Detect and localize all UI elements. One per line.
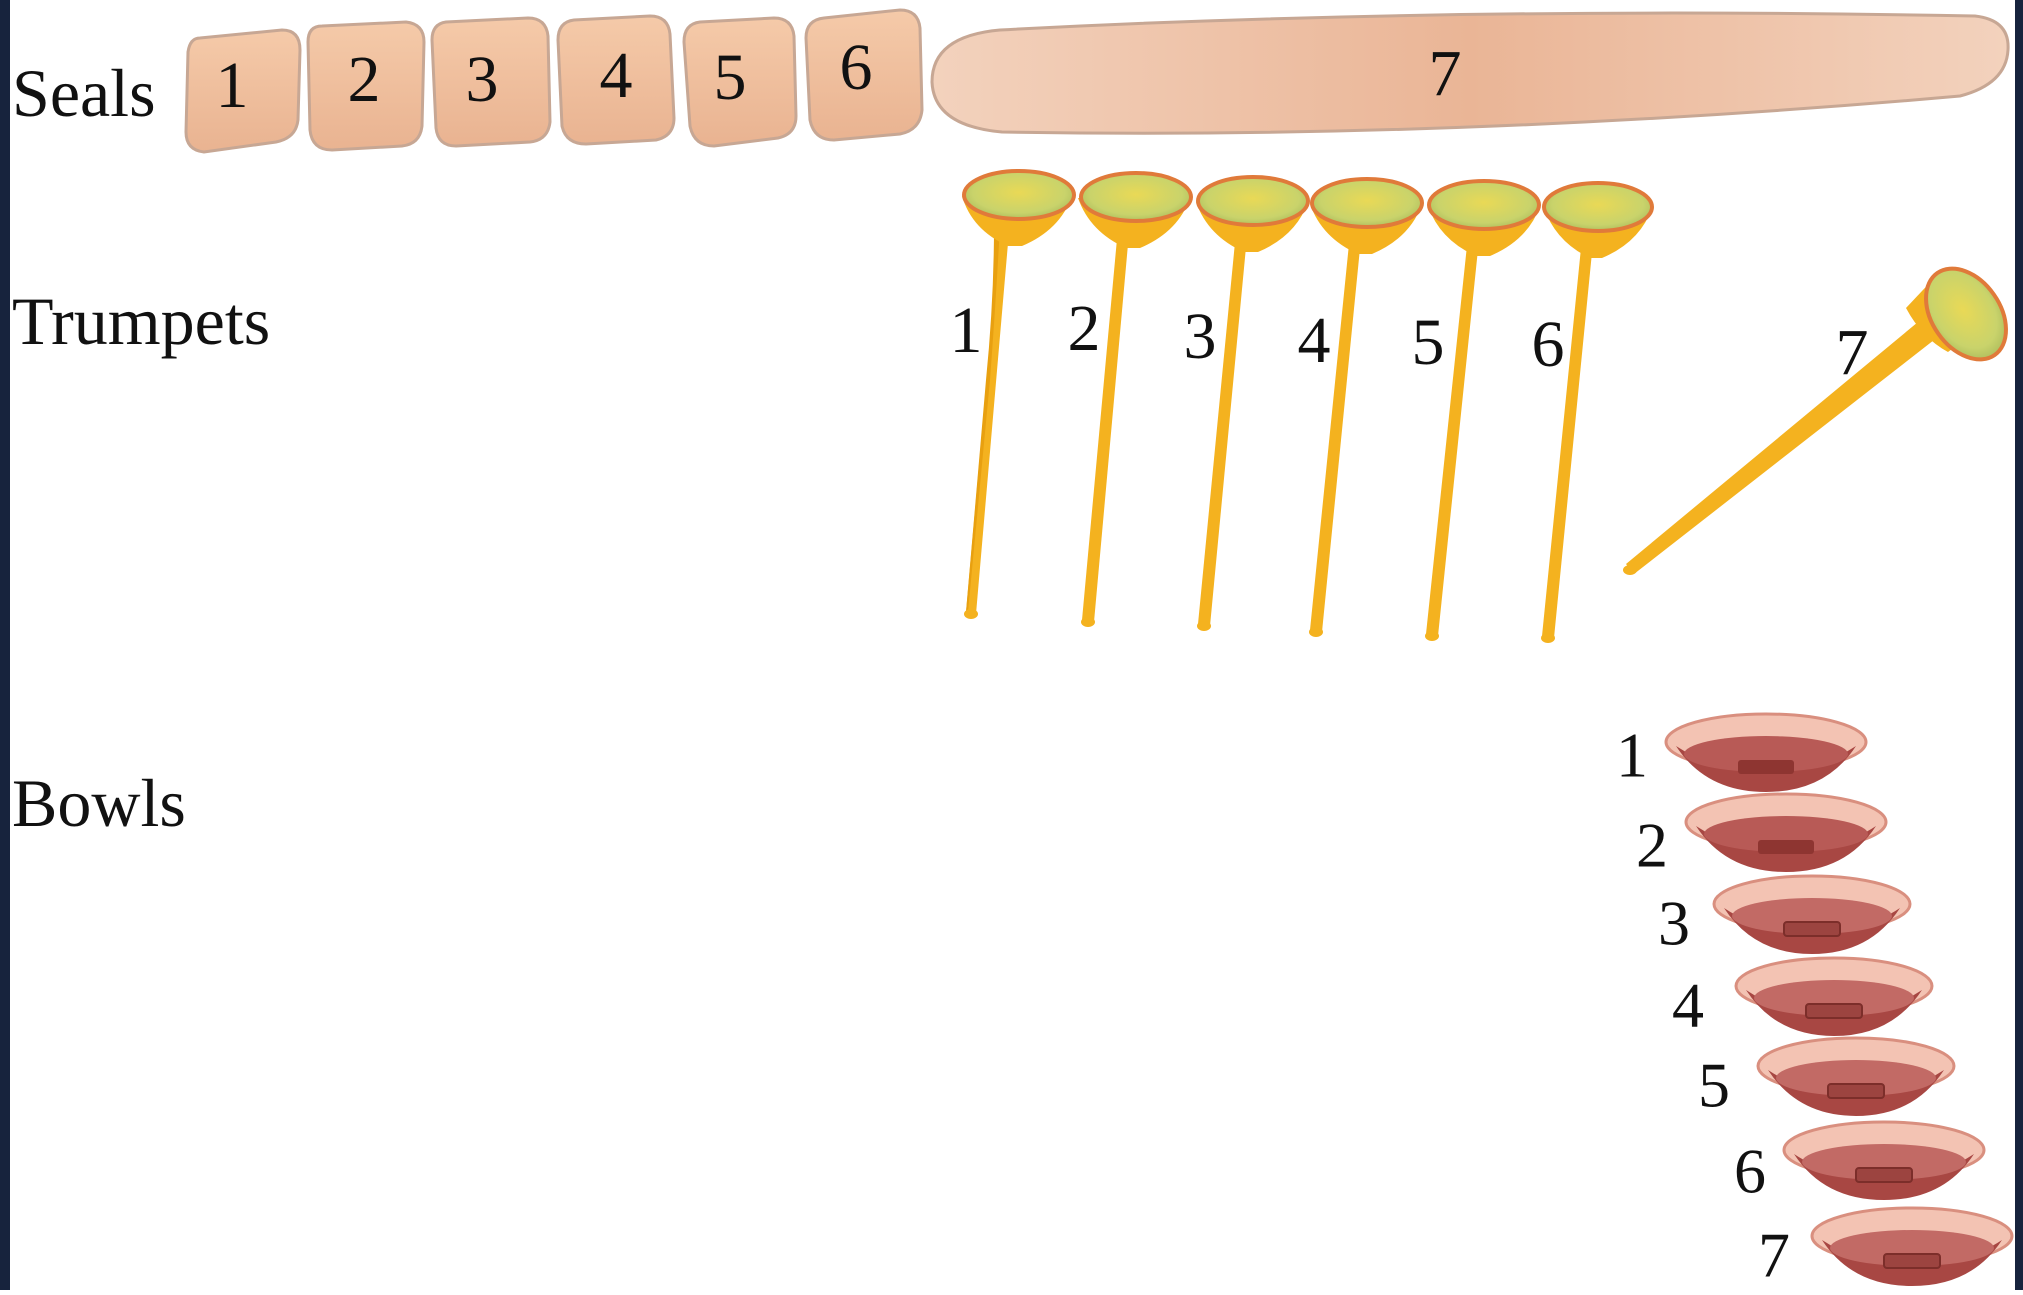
bowl-5: 5	[1698, 1036, 1956, 1121]
trumpet-3: 3	[1184, 175, 1310, 631]
seal-2-number: 2	[348, 43, 381, 116]
bowl-7-number: 7	[1758, 1220, 1790, 1290]
trumpet-5-number: 5	[1412, 306, 1445, 379]
trumpet-7-number: 7	[1836, 316, 1869, 389]
seal-5: 5	[682, 16, 798, 148]
seal-6: 6	[804, 8, 924, 142]
trumpet-1-number: 1	[950, 294, 983, 367]
trumpet-7: 7	[1623, 266, 2008, 575]
trumpet-2-number: 2	[1068, 292, 1101, 365]
trumpets-row-label: Trumpets	[12, 283, 270, 359]
seal-2: 2	[306, 20, 426, 152]
bowls-row-label: Bowls	[12, 765, 186, 841]
bowl-6: 6	[1734, 1120, 1986, 1207]
seals-row-label: Seals	[12, 55, 156, 131]
trumpet-2: 2	[1068, 171, 1193, 627]
bowl-5-number: 5	[1698, 1050, 1730, 1121]
trumpet-1: 1	[950, 169, 1076, 619]
bowl-7: 7	[1758, 1206, 2014, 1291]
bowl-1: 1	[1616, 712, 1868, 792]
seal-4-number: 4	[600, 39, 633, 112]
seal-6-number: 6	[840, 31, 873, 104]
bowl-3: 3	[1658, 874, 1912, 959]
seal-1-number: 1	[216, 49, 249, 122]
trumpet-6: 6	[1532, 181, 1654, 643]
trumpet-6-number: 6	[1532, 308, 1565, 381]
trumpet-3-number: 3	[1184, 300, 1217, 373]
bowl-1-number: 1	[1616, 720, 1648, 791]
seal-3: 3	[430, 16, 552, 148]
trumpet-4: 4	[1298, 177, 1424, 637]
frame-left-border	[0, 0, 10, 1290]
seal-5-number: 5	[714, 41, 747, 114]
bowl-6-number: 6	[1734, 1136, 1766, 1207]
bowl-2-number: 2	[1636, 810, 1668, 881]
trumpet-5: 5	[1412, 179, 1541, 641]
bowl-4: 4	[1672, 956, 1934, 1041]
seal-4: 4	[556, 14, 676, 146]
seal-1: 1	[184, 28, 302, 154]
bowl-2: 2	[1636, 792, 1888, 881]
seal-7-number: 7	[1429, 37, 1462, 110]
seal-3-number: 3	[466, 43, 499, 116]
trumpet-4-number: 4	[1298, 304, 1331, 377]
bowl-3-number: 3	[1658, 888, 1690, 959]
frame-right-border	[2015, 0, 2023, 1290]
seal-7: 7	[930, 11, 2010, 135]
bowl-4-number: 4	[1672, 970, 1704, 1041]
